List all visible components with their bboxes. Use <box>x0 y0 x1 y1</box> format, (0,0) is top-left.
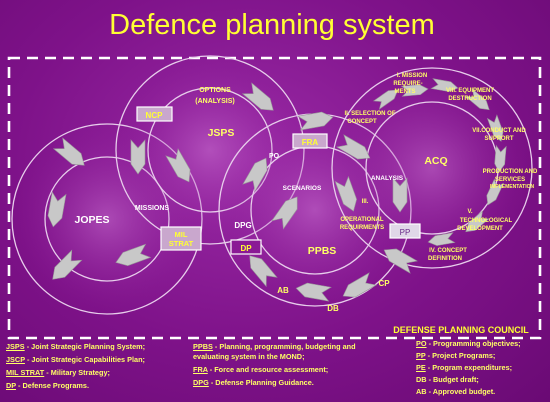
ppbs-title: PPBS <box>308 245 337 257</box>
jsps-title: JSPS <box>208 127 235 139</box>
options-label-1: OPTIONS <box>199 87 231 94</box>
arrow-7 <box>115 243 152 266</box>
i-label-2: REQUIRE- <box>393 81 422 87</box>
fra-box <box>292 133 328 149</box>
legend-item: DB - Budget draft; <box>416 375 479 384</box>
iii-label-1: III. <box>362 199 369 205</box>
legend-column-3: PO - Programming objectives; PP - Projec… <box>416 338 521 398</box>
legend-column-2: PPBS - Planning, programming, budgeting … <box>193 340 356 389</box>
arrow-22 <box>486 114 504 142</box>
legend-item: AB - Approved budget. <box>416 387 496 396</box>
arrow-23 <box>494 144 507 173</box>
iv-label-2: DEFINITION <box>428 256 462 262</box>
milstrat-label-1: MIL <box>175 230 188 239</box>
arrow-4 <box>130 139 146 175</box>
v-label-1: V. <box>467 209 472 215</box>
arrow-18 <box>372 89 399 110</box>
page-title: Defence planning system <box>109 9 435 41</box>
vii-label-2: SUPPORT <box>484 136 513 142</box>
acq-outer-circle <box>331 67 533 269</box>
arrow-8 <box>242 157 268 192</box>
arrow-3 <box>52 249 83 280</box>
legend-item: JSCP - Joint Strategic Capabilities Plan… <box>6 355 145 364</box>
iii-label-3: REQUIRMENTS <box>340 225 384 231</box>
arrow-10 <box>297 111 334 131</box>
legend-item: PO - Programming objectives; <box>416 339 521 348</box>
iv-label-1: IV. CONCEPT <box>429 248 467 254</box>
dp-label: DP <box>240 244 252 253</box>
missions-label: MISSIONS <box>135 205 170 212</box>
legend-item: evaluating system in the MOND; <box>193 352 305 361</box>
arrow-24 <box>486 178 505 206</box>
vi-label-1: PRODUCTION AND <box>483 169 538 175</box>
arrow-16 <box>342 272 377 298</box>
acq-title: ACQ <box>424 155 447 167</box>
label-boxes: NCP FRA MIL STRAT DP PP <box>136 106 421 255</box>
circle-titles: JOPES JSPS PPBS ACQ <box>74 127 447 257</box>
arrow-15 <box>295 282 332 302</box>
arrow-5 <box>165 148 191 183</box>
milstrat-box <box>160 226 202 251</box>
vi-label-2: SERVICES <box>495 177 525 183</box>
analysis-label: ANALYSIS <box>371 175 404 182</box>
dp-box <box>230 239 262 255</box>
ncp-box <box>136 106 173 122</box>
dpg-label: DPG <box>234 221 251 230</box>
arrow-6 <box>241 82 274 111</box>
ncp-label: NCP <box>146 111 164 120</box>
fra-label: FRA <box>302 138 319 147</box>
ab-label: AB <box>277 286 289 295</box>
viii-label-1: VIII. EQUIPMENT <box>446 88 494 94</box>
jopes-title: JOPES <box>74 214 109 226</box>
milstrat-label-2: STRAT <box>169 239 194 248</box>
ii-label-1: II. SELECTION OF <box>344 111 395 117</box>
arrow-12 <box>334 175 357 212</box>
pp-label: PP <box>400 228 411 237</box>
scenarios-label: SCENARIOS <box>283 185 322 192</box>
arrow-1 <box>52 137 85 166</box>
i-label-1: I. MISSION <box>397 73 427 79</box>
arrow-17 <box>383 248 418 274</box>
arrow-2 <box>47 191 67 228</box>
cp-label: CP <box>378 279 390 288</box>
ii-label-2: CONCEPT <box>347 119 377 125</box>
diagram-labels: OPTIONS (ANALYSIS) MISSIONS DPG PO SCENA… <box>135 73 538 313</box>
arrow-25 <box>465 210 490 233</box>
iii-label-2: OPERATIONAL <box>340 217 384 223</box>
arrow-20 <box>430 78 459 92</box>
legend-item: PE - Program expenditures; <box>416 363 513 372</box>
legend-item: DPG - Defense Planning Guidance. <box>193 378 314 387</box>
arrow-21 <box>465 88 490 111</box>
arrow-26 <box>427 232 456 246</box>
vii-label-1: VII.CONDUCT AND <box>472 128 526 134</box>
legend-item: PP - Project Programs; <box>416 351 496 360</box>
flow-arrows <box>47 78 507 302</box>
i-label-3: MENTS <box>395 89 416 95</box>
legend-item: DP - Defense Programs. <box>6 381 90 390</box>
vi-label-3: IMPLEMENTATION <box>490 184 535 190</box>
po-label: PO <box>269 153 280 160</box>
legend-item: MIL STRAT - Military Strategy; <box>6 368 110 377</box>
council-label: DEFENSE PLANNING COUNCIL <box>393 325 529 335</box>
db-label: DB <box>327 304 339 313</box>
legend-column-1: JSPS - Joint Strategic Planning System; … <box>6 340 145 392</box>
v-label-2: TECHNOLOGICAL <box>460 218 513 224</box>
dashed-frame <box>7 56 542 340</box>
arrow-11 <box>336 134 371 160</box>
arrow-19 <box>400 84 429 97</box>
viii-label-2: DESTRUCTION <box>448 96 491 102</box>
legend-item: FRA - Force and resource assessment; <box>193 365 329 374</box>
arrow-14 <box>249 255 278 288</box>
v-label-3: DEVELOPMENT <box>457 226 503 232</box>
options-label-2: (ANALYSIS) <box>195 98 234 105</box>
legend-item: JSPS - Joint Strategic Planning System; <box>6 342 146 351</box>
arrow-13 <box>392 177 408 213</box>
pp-box <box>389 223 421 239</box>
planning-circles <box>11 55 533 315</box>
arrow-9 <box>271 196 298 230</box>
legend-item: PPBS - Planning, programming, budgeting … <box>193 342 356 351</box>
